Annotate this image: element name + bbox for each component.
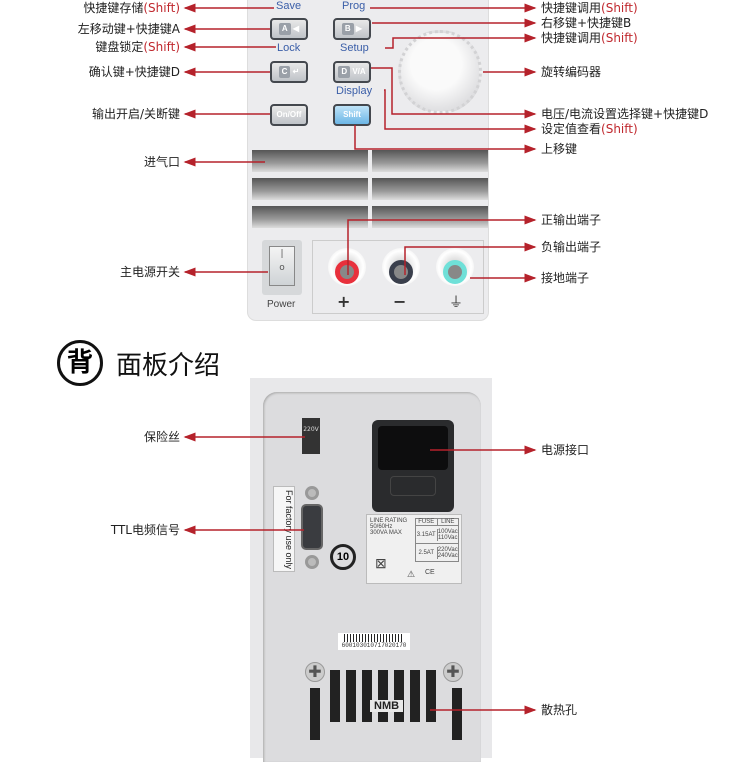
negative-terminal[interactable] (382, 248, 420, 286)
right-b-key[interactable]: B ▶ (333, 18, 371, 40)
ce-mark: CE (425, 569, 435, 576)
air-inlet-vent (252, 178, 368, 200)
label-text: 设定值查看 (541, 122, 602, 136)
label-suffix: (Shift) (601, 1, 638, 15)
label-power-inlet: 电源接口 (541, 443, 590, 457)
label-text: 快捷键调用 (541, 31, 602, 45)
screw-icon: ✚ (443, 662, 463, 682)
label-power-switch: 主电源开关 (119, 265, 180, 279)
label-up-key: 上移键 (541, 142, 578, 156)
power-rating: 300VA MAX (370, 530, 402, 536)
label-suffix: (Shift) (601, 31, 638, 45)
label-lock: 键盘锁定(Shift) (95, 40, 180, 54)
line-value: 220Vac 240Vac (436, 546, 458, 559)
label-ground: 接地端子 (541, 271, 590, 285)
ground-icon: ⏚ (449, 295, 463, 311)
label-text: 键盘锁定 (95, 40, 144, 54)
weee-icon: ⊠ (375, 555, 387, 571)
label-enter-key: 确认键+快捷键D (88, 65, 180, 79)
label-fuse: 保险丝 (143, 430, 180, 444)
minus-sign: − (393, 292, 407, 311)
label-display: 设定值查看(Shift) (541, 122, 638, 136)
label-positive: 正输出端子 (541, 213, 602, 227)
label-suffix: (Shift) (143, 1, 180, 15)
line-value: 100Vac 110Vac (436, 528, 458, 541)
key-c-letter: C (278, 66, 291, 78)
section-badge: 背 (57, 340, 103, 386)
label-air-inlet: 进气口 (143, 155, 180, 169)
label-left-key: 左移动键+快捷键A (77, 22, 180, 36)
screw (305, 486, 319, 500)
fan-brand: NMB (370, 700, 404, 712)
va-d-key[interactable]: D V/A (333, 61, 371, 83)
shift-key[interactable]: Shift (333, 104, 371, 126)
label-save-shortcut: 快捷键存储(Shift) (83, 1, 180, 15)
label-text: 快捷键存储 (83, 1, 144, 15)
label-setup-shortcut: 快捷键调用(Shift) (541, 31, 638, 45)
label-va-key: 电压/电流设置选择键+快捷键D (541, 107, 709, 121)
ttl-db9-port[interactable] (301, 504, 323, 550)
frequency: 50/60Hz (370, 524, 393, 530)
label-ttl: TTL电频信号 (110, 523, 180, 537)
prog-label: Prog (342, 0, 366, 12)
air-inlet-vent (252, 150, 368, 172)
heat-sink-vent: NMB (310, 670, 470, 755)
line-rating: LINE RATING (370, 518, 408, 524)
air-inlet-vent (372, 150, 488, 172)
air-inlet-vent (252, 206, 368, 228)
power-inlet (372, 420, 454, 512)
warning-icon: ⚠ (407, 569, 416, 579)
lock-label: Lock (277, 42, 301, 54)
rotary-encoder-knob[interactable] (398, 30, 482, 114)
screw-icon: ✚ (305, 662, 325, 682)
ground-terminal[interactable] (436, 248, 474, 286)
label-prog-shortcut: 快捷键调用(Shift) (541, 1, 638, 15)
plus-sign: + (337, 292, 351, 311)
left-a-key[interactable]: A ◀ (270, 18, 308, 40)
air-inlet-vent (372, 178, 488, 200)
enter-c-key[interactable]: C ↵ (270, 61, 308, 83)
save-label: Save (276, 0, 302, 12)
terminal-box (312, 240, 484, 314)
fuse-value: 2.5AT (418, 549, 435, 556)
label-suffix: (Shift) (601, 122, 638, 136)
va-text: V/A (352, 67, 366, 76)
screw (305, 555, 319, 569)
power-label: Power (267, 299, 296, 310)
display-label: Display (336, 85, 373, 97)
factory-use-sticker: For factory use only (273, 486, 295, 572)
label-negative: 负输出端子 (541, 240, 602, 254)
on-off-key[interactable]: On/Off (270, 104, 308, 126)
key-d-letter: D (338, 66, 351, 78)
fuse-header: FUSE (418, 519, 435, 525)
label-encoder: 旋转编码器 (541, 65, 602, 79)
air-inlet-vent (372, 206, 488, 228)
key-a-letter: A (278, 23, 291, 35)
line-header: LINE (436, 519, 459, 525)
label-text: 快捷键调用 (541, 1, 602, 15)
env-protection-icon: 10 (330, 544, 356, 570)
power-switch[interactable]: |o (262, 240, 302, 295)
label-heat-vent: 散热孔 (541, 703, 578, 717)
label-suffix: (Shift) (143, 40, 180, 54)
key-b-letter: B (341, 23, 354, 35)
positive-terminal[interactable] (328, 248, 366, 286)
label-right-key: 右移键+快捷键B (541, 16, 632, 30)
fuse-value: 3.15AT (416, 531, 436, 538)
setup-label: Setup (340, 42, 369, 54)
voltage-selector-switch[interactable]: 220V (302, 418, 320, 454)
barcode-label: 600103010717020170 (338, 633, 410, 650)
label-output-key: 输出开启/关断键 (91, 107, 180, 121)
section-title: 面板介绍 (116, 351, 221, 381)
